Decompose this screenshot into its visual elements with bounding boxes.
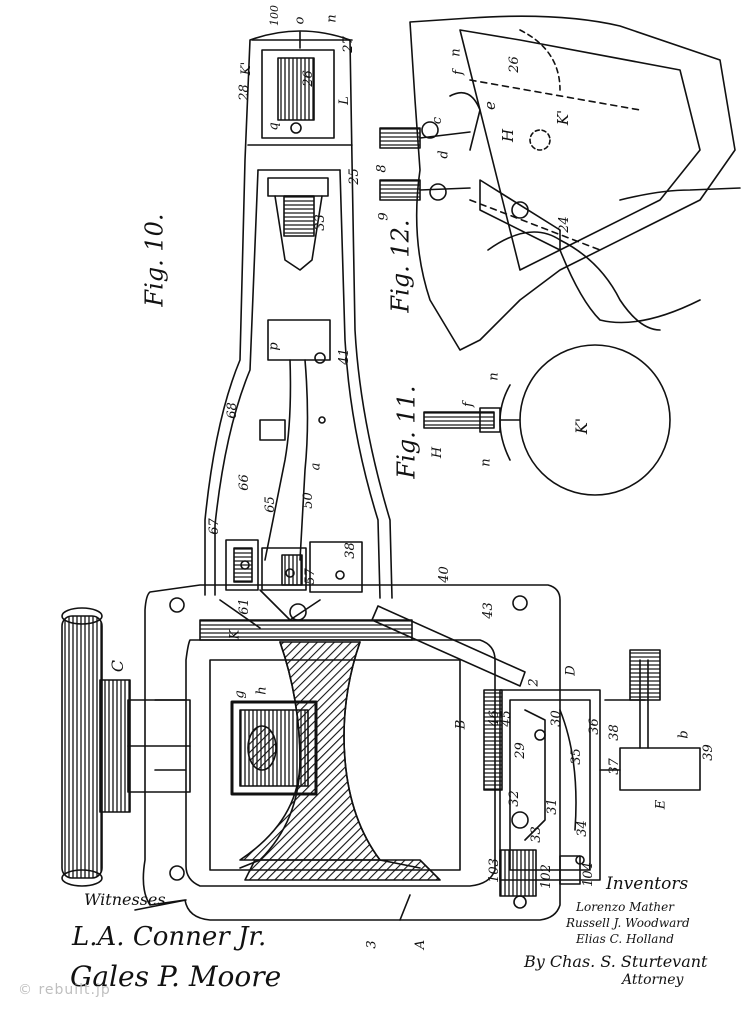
ref-27: 27: [340, 36, 356, 53]
ref-3: 3: [364, 940, 380, 949]
ref-8: 8: [374, 164, 390, 173]
ref-36: 36: [586, 718, 602, 735]
label-C: C: [108, 659, 128, 673]
ref-39: 39: [700, 744, 716, 761]
label-n-fig11-b: n: [478, 458, 494, 467]
label-f: f: [450, 70, 466, 75]
fig-11: [423, 344, 671, 496]
ref-33: 33: [528, 826, 544, 843]
label-h: h: [254, 686, 270, 695]
ref-28: 28: [236, 84, 252, 101]
ref-26: 26: [300, 70, 316, 87]
ref-68: 68: [224, 402, 240, 419]
attorney-signature: By Chas. S. Sturtevant: [524, 952, 708, 971]
label-H-fig12: H: [499, 128, 518, 143]
label-A: A: [413, 939, 429, 950]
ref-66: 66: [236, 474, 252, 491]
ref-100: 100: [268, 5, 281, 26]
label-n-top: n: [324, 14, 340, 23]
label-K: K: [227, 629, 243, 640]
label-K1-top: K': [239, 61, 255, 76]
ref-67: 67: [206, 518, 222, 535]
label-K1-fig11: K': [572, 417, 592, 435]
label-f-fig11: f: [460, 402, 476, 407]
ref-40: 40: [436, 566, 452, 583]
label-a: a: [308, 462, 324, 471]
witnesses-heading: Witnesses: [84, 890, 166, 909]
witness-signature-1: L.A. Conner Jr.: [72, 922, 267, 952]
label-H-fig11: H: [430, 446, 446, 459]
hand-wheel: [61, 607, 191, 887]
inventor-signature-1: Lorenzo Mather: [576, 900, 674, 914]
ref-104: 104: [580, 862, 596, 887]
label-d: d: [436, 150, 452, 159]
ref-25: 25: [346, 168, 362, 185]
label-q: q: [266, 122, 282, 131]
fig-11-title: Fig. 11.: [392, 385, 421, 479]
ref-2: 2: [526, 678, 542, 687]
ref-29: 29: [512, 742, 528, 759]
ref-46: 46: [486, 710, 502, 727]
ref-43: 43: [480, 602, 496, 619]
label-p: p: [266, 342, 282, 351]
ref-34: 34: [574, 820, 590, 837]
fig-12-title: Fig. 12.: [386, 219, 415, 313]
label-e: e: [480, 101, 499, 110]
inventors-heading: Inventors: [606, 874, 689, 894]
label-n-fig11-a: n: [486, 372, 502, 381]
ref-61: 61: [236, 598, 252, 615]
arm-outline: [204, 30, 393, 599]
ref-33-arm: 33: [312, 214, 328, 231]
label-c: c: [430, 116, 446, 125]
ref-30: 30: [548, 710, 564, 727]
pedestal: [185, 639, 496, 887]
ref-31: 31: [544, 798, 560, 815]
ref-50: 50: [300, 492, 316, 509]
label-n-fig12: n: [448, 48, 464, 57]
label-L: L: [336, 96, 352, 105]
ref-37: 37: [606, 758, 622, 775]
ref-32: 32: [506, 790, 522, 807]
ref-38: 38: [606, 724, 622, 741]
label-g: g: [232, 690, 248, 699]
ref-41: 41: [336, 348, 352, 365]
ref-102: 102: [538, 864, 554, 889]
ref-65: 65: [262, 496, 278, 513]
watermark: © rebuilt.jp: [18, 982, 111, 998]
inventor-signature-3: Elias C. Holland: [576, 932, 674, 946]
label-K1-fig12: K': [554, 109, 573, 126]
ref-57: 57: [302, 568, 318, 585]
ref-9: 9: [376, 212, 392, 221]
ref-26-fig12: 26: [506, 56, 522, 73]
label-B: B: [453, 719, 469, 730]
ref-35: 35: [568, 748, 584, 765]
inventor-signature-2: Russell J. Woodward: [566, 916, 690, 930]
label-E: E: [653, 799, 669, 810]
ref-24: 24: [556, 216, 572, 233]
label-o: o: [292, 16, 308, 25]
attorney-label: Attorney: [622, 972, 684, 988]
ref-103: 103: [486, 858, 502, 883]
ref-38-arm: 38: [342, 542, 358, 559]
base-plate: [142, 584, 561, 921]
fig-12: [379, 15, 741, 351]
fig-10-title: Fig. 10.: [140, 213, 169, 307]
label-b: b: [676, 730, 692, 739]
witness-signature-2: Gales P. Moore: [70, 960, 282, 993]
label-D: D: [563, 665, 579, 676]
